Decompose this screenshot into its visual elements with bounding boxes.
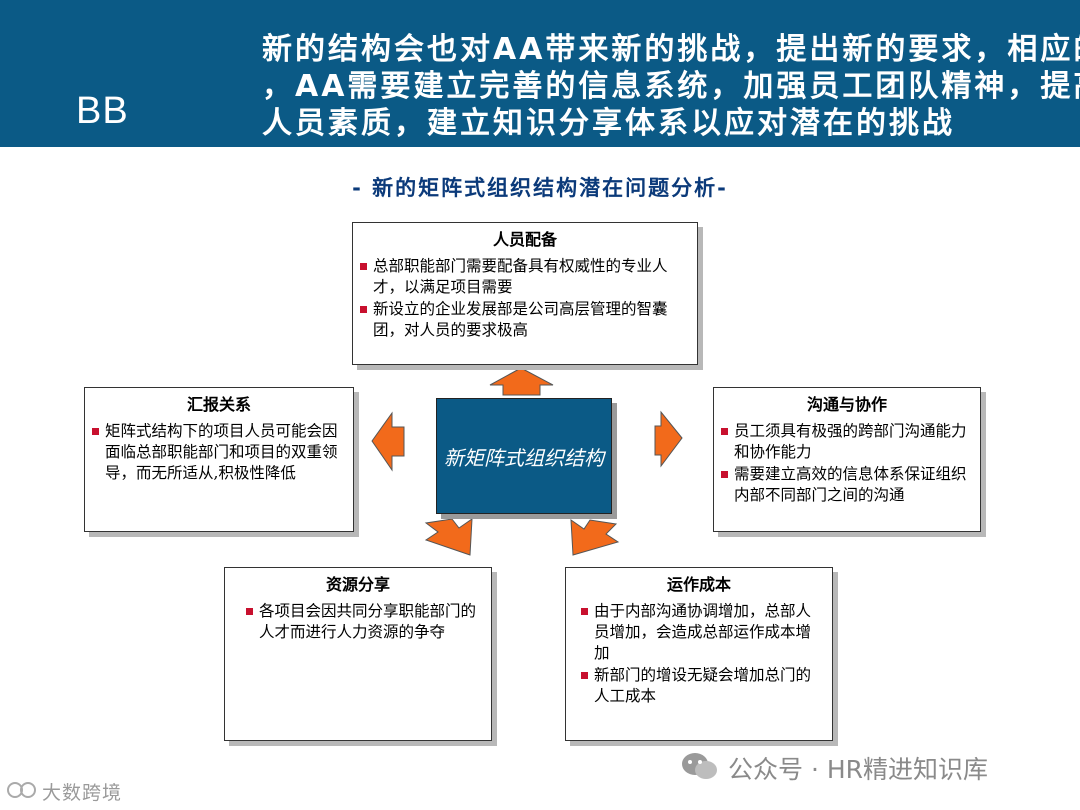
- bullet-icon: [360, 263, 367, 270]
- box-communication: 沟通与协作 员工须具有极强的跨部门沟通能力和协作能力 需要建立高效的信息体系保证…: [713, 387, 981, 532]
- bullet-icon: [581, 672, 588, 679]
- list-item-text: 总部职能部门需要配备具有权威性的专业人才，以满足项目需要: [373, 257, 668, 296]
- list-item: 各项目会因共同分享职能部门的人才而进行人力资源的争夺: [239, 601, 481, 643]
- box-staffing-title: 人员配备: [492, 230, 557, 249]
- bullet-icon: [721, 428, 728, 435]
- list-item-text: 新部门的增设无疑会增加总门的人工成本: [594, 666, 812, 705]
- wechat-icon: [682, 753, 717, 779]
- bullet-icon: [92, 428, 99, 435]
- bullet-icon: [246, 608, 253, 615]
- arrow-up: [489, 367, 554, 396]
- center-node: 新矩阵式组织结构: [436, 398, 612, 514]
- watermark-corner: 大数跨境: [42, 782, 123, 804]
- arrow-down-left: [424, 518, 473, 556]
- arrow-right: [654, 410, 683, 468]
- list-item: 新设立的企业发展部是公司高层管理的智囊团，对人员的要求极高: [353, 299, 687, 341]
- bullet-icon: [581, 608, 588, 615]
- box-staffing: 人员配备 总部职能部门需要配备具有权威性的专业人才，以满足项目需要 新设立的企业…: [352, 222, 698, 365]
- list-item: 由于内部沟通协调增加，总部人员增加，会造成总部运作成本增加: [574, 601, 822, 664]
- list-item-text: 由于内部沟通协调增加，总部人员增加，会造成总部运作成本增加: [594, 602, 812, 662]
- header-line-2: ，AA需要建立完善的信息系统，加强员工团队精神，提高: [262, 69, 1080, 104]
- box-cost-title: 运作成本: [666, 575, 731, 594]
- list-item: 总部职能部门需要配备具有权威性的专业人才，以满足项目需要: [353, 256, 687, 298]
- box-sharing: 资源分享 各项目会因共同分享职能部门的人才而进行人力资源的争夺: [224, 567, 492, 741]
- watermark-main: 公众号 · HR精进知识库: [728, 755, 989, 784]
- header-id: BB: [76, 90, 129, 132]
- box-reporting-title: 汇报关系: [186, 395, 251, 414]
- header-line-3: 人员素质，建立知识分享体系以应对潜在的挑战: [262, 106, 955, 141]
- box-reporting: 汇报关系 矩阵式结构下的项目人员可能会因面临总部职能部门和项目的双重领导，而无所…: [84, 387, 354, 532]
- list-item: 矩阵式结构下的项目人员可能会因面临总部职能部门和项目的双重领导，而无所适从,积极…: [85, 421, 343, 484]
- box-cost-list: 由于内部沟通协调增加，总部人员增加，会造成总部运作成本增加 新部门的增设无疑会增…: [566, 601, 832, 707]
- list-item-text: 矩阵式结构下的项目人员可能会因面临总部职能部门和项目的双重领导，而无所适从,积极…: [105, 422, 338, 482]
- diagram-subtitle: - 新的矩阵式组织结构潜在问题分析-: [352, 176, 728, 200]
- list-item-text: 各项目会因共同分享职能部门的人才而进行人力资源的争夺: [259, 602, 477, 641]
- bullet-icon: [721, 471, 728, 478]
- bullet-icon: [360, 306, 367, 313]
- list-item: 需要建立高效的信息体系保证组织内部不同部门之间的沟通: [714, 464, 970, 506]
- corner-logo-icon: [7, 782, 36, 798]
- list-item: 员工须具有极强的跨部门沟通能力和协作能力: [714, 421, 970, 463]
- box-communication-list: 员工须具有极强的跨部门沟通能力和协作能力 需要建立高效的信息体系保证组织内部不同…: [714, 421, 980, 506]
- header-line-1: 新的结构会也对AA带来新的挑战，提出新的要求，相应的: [262, 32, 1080, 67]
- center-label: 新矩阵式组织结构: [444, 445, 604, 470]
- box-staffing-list: 总部职能部门需要配备具有权威性的专业人才，以满足项目需要 新设立的企业发展部是公…: [353, 256, 697, 341]
- box-sharing-title: 资源分享: [325, 575, 390, 594]
- list-item-text: 需要建立高效的信息体系保证组织内部不同部门之间的沟通: [734, 465, 967, 504]
- box-reporting-list: 矩阵式结构下的项目人员可能会因面临总部职能部门和项目的双重领导，而无所适从,积极…: [85, 421, 353, 484]
- list-item-text: 新设立的企业发展部是公司高层管理的智囊团，对人员的要求极高: [373, 300, 668, 339]
- arrow-down-right: [570, 519, 620, 556]
- box-communication-title: 沟通与协作: [806, 395, 887, 414]
- list-item-text: 员工须具有极强的跨部门沟通能力和协作能力: [734, 422, 967, 461]
- box-cost: 运作成本 由于内部沟通协调增加，总部人员增加，会造成总部运作成本增加 新部门的增…: [565, 567, 833, 741]
- arrow-left: [371, 411, 405, 472]
- header-banner: BB 新的结构会也对AA带来新的挑战，提出新的要求，相应的 ，AA需要建立完善的…: [0, 0, 1080, 147]
- box-sharing-list: 各项目会因共同分享职能部门的人才而进行人力资源的争夺: [225, 601, 491, 643]
- list-item: 新部门的增设无疑会增加总门的人工成本: [574, 665, 822, 707]
